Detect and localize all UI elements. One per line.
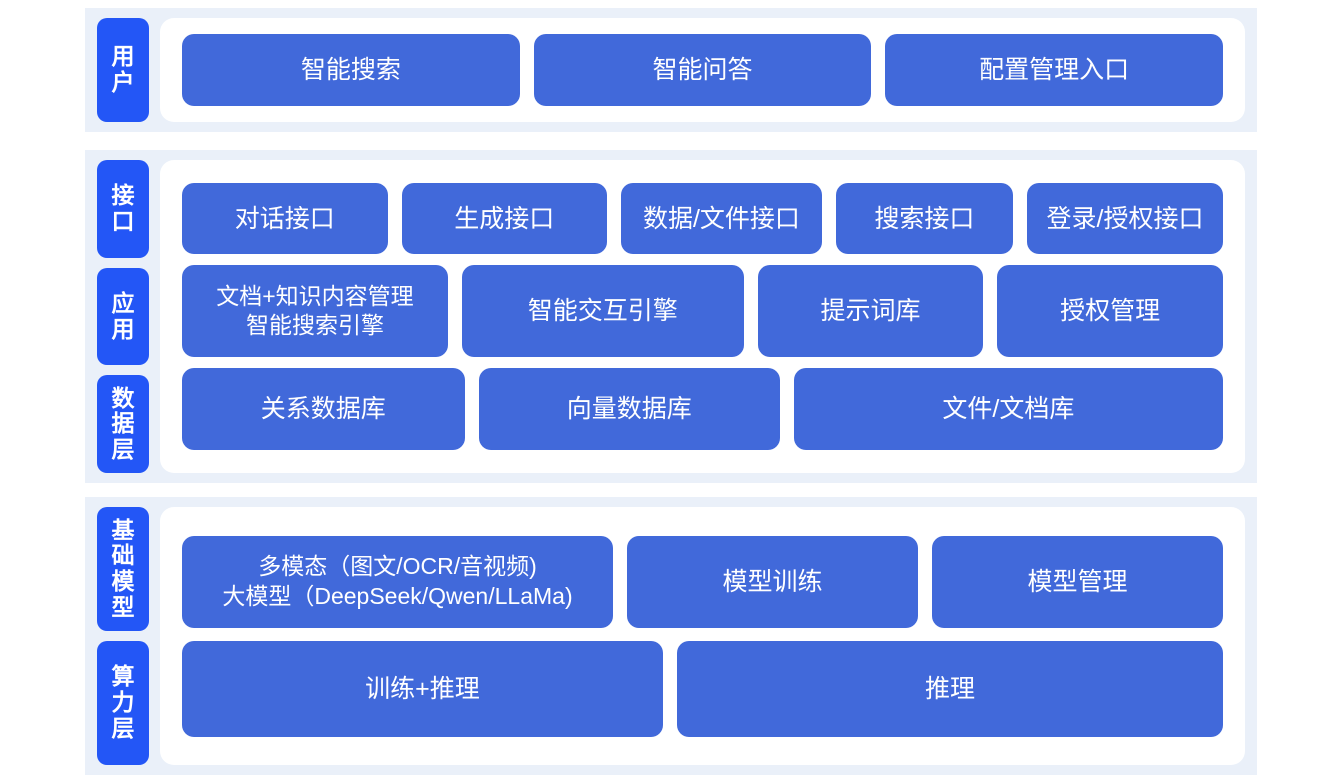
layer-label-char: 户 [111, 69, 135, 95]
layer-label-char: 础 [111, 542, 135, 569]
layer-label-char: 据 [111, 410, 135, 437]
layer-label-data[interactable]: 数 据 层 [97, 375, 149, 474]
layer-label-char: 用 [111, 315, 135, 342]
layer-label-char: 接 [111, 182, 135, 209]
tile-label: 智能问答 [652, 56, 753, 84]
tile-document-knowledge-management[interactable]: 文档+知识内容管理 智能搜索引擎 [182, 265, 448, 357]
tile-generation-api[interactable]: 生成接口 [401, 183, 608, 254]
layer-label-char: 算 [111, 663, 135, 690]
tile-model-management[interactable]: 模型管理 [931, 535, 1224, 628]
tile-label: 模型管理 [1027, 567, 1128, 596]
layer-label-char: 层 [111, 714, 135, 741]
tile-label: 对话接口 [234, 204, 335, 233]
tile-label: 数据/文件接口 [642, 204, 800, 233]
tile-vector-database[interactable]: 向量数据库 [478, 368, 780, 450]
layer-label-foundation-model[interactable]: 基 础 模 型 [97, 507, 149, 631]
tile-smart-qa[interactable]: 智能问答 [533, 34, 872, 106]
tile-smart-interaction-engine[interactable]: 智能交互引擎 [461, 265, 744, 357]
tile-dialogue-api[interactable]: 对话接口 [182, 183, 388, 254]
layer-rail-application: 接 口 应 用 数 据 层 [97, 160, 149, 474]
tile-multimodal-large-model[interactable]: 多模态（图文/OCR/音视频) 大模型（DeepSeek/Qwen/LLaMa) [182, 535, 613, 628]
tile-label-secondary: 大模型（DeepSeek/Qwen/LLaMa) [222, 582, 573, 609]
tile-authorization-management[interactable]: 授权管理 [997, 265, 1223, 357]
tile-login-auth-api[interactable]: 登录/授权接口 [1026, 183, 1223, 254]
layer-label-char: 模 [111, 568, 135, 594]
layer-label-compute[interactable]: 算 力 层 [97, 641, 149, 765]
layer-rail-user: 用 户 [97, 18, 149, 122]
tile-label: 授权管理 [1060, 297, 1161, 325]
layer-label-application[interactable]: 应 用 [97, 267, 149, 366]
layer-label-char: 应 [111, 289, 135, 316]
layer-rail-infrastructure: 基 础 模 型 算 力 层 [97, 507, 149, 765]
layer-section-application: 接 口 应 用 数 据 层 对话接口 生成接口 [85, 150, 1257, 483]
tile-config-management-entry[interactable]: 配置管理入口 [885, 34, 1224, 106]
tile-label: 向量数据库 [566, 395, 692, 423]
tile-label: 智能搜索 [300, 56, 401, 84]
layer-panel-infrastructure: 多模态（图文/OCR/音视频) 大模型（DeepSeek/Qwen/LLaMa)… [160, 507, 1245, 765]
tile-row-application: 文档+知识内容管理 智能搜索引擎 智能交互引擎 提示词库 授权管理 [182, 265, 1223, 357]
tile-label: 提示词库 [820, 297, 921, 325]
tile-training-plus-inference[interactable]: 训练+推理 [182, 640, 663, 737]
tile-row-data: 关系数据库 向量数据库 文件/文档库 [182, 368, 1223, 450]
tile-label: 模型训练 [722, 567, 823, 596]
layer-label-char: 口 [111, 207, 135, 234]
tile-inference[interactable]: 推理 [676, 640, 1223, 737]
tile-smart-search[interactable]: 智能搜索 [182, 34, 520, 106]
tile-row-interface: 对话接口 生成接口 数据/文件接口 搜索接口 登录/授权接口 [182, 183, 1223, 254]
tile-label: 搜索接口 [874, 204, 975, 233]
layer-label-char: 数 [111, 384, 135, 411]
layer-label-char: 型 [111, 593, 135, 620]
layer-label-char: 力 [111, 689, 135, 716]
tile-label: 登录/授权接口 [1046, 204, 1204, 233]
tile-label: 配置管理入口 [979, 56, 1130, 84]
tile-data-file-api[interactable]: 数据/文件接口 [621, 183, 822, 254]
tile-row-user: 智能搜索 智能问答 配置管理入口 [182, 34, 1224, 106]
layer-label-char: 用 [111, 43, 135, 70]
tile-relational-database[interactable]: 关系数据库 [182, 368, 465, 450]
tile-label: 智能交互引擎 [527, 297, 678, 325]
layer-section-user: 用 户 智能搜索 智能问答 配置管理入口 [85, 8, 1257, 132]
tile-label: 关系数据库 [260, 395, 386, 423]
tile-label: 文档+知识内容管理 [216, 282, 414, 309]
layer-label-user[interactable]: 用 户 [97, 18, 149, 122]
tile-file-document-store[interactable]: 文件/文档库 [793, 368, 1223, 450]
tile-label-secondary: 智能搜索引擎 [245, 312, 384, 338]
tile-model-training[interactable]: 模型训练 [626, 535, 918, 628]
tile-label: 文件/文档库 [942, 395, 1075, 423]
tile-label: 训练+推理 [365, 674, 480, 703]
tile-prompt-library[interactable]: 提示词库 [757, 265, 984, 357]
tile-label: 推理 [924, 674, 975, 703]
layer-panel-user: 智能搜索 智能问答 配置管理入口 [160, 18, 1245, 122]
layer-panel-application: 对话接口 生成接口 数据/文件接口 搜索接口 登录/授权接口 文档+知识内容管理 [160, 160, 1245, 473]
tile-search-api[interactable]: 搜索接口 [835, 183, 1013, 254]
tile-label: 生成接口 [454, 204, 555, 233]
layer-label-char: 基 [111, 516, 135, 543]
tile-row-model: 多模态（图文/OCR/音视频) 大模型（DeepSeek/Qwen/LLaMa)… [182, 535, 1224, 628]
tile-label: 多模态（图文/OCR/音视频) [258, 553, 537, 580]
layer-label-interface[interactable]: 接 口 [97, 160, 149, 258]
layer-section-infrastructure: 基 础 模 型 算 力 层 多模态（图文/OCR/音视频) 大模型（DeepSe… [85, 497, 1257, 775]
tile-row-compute: 训练+推理 推理 [182, 640, 1223, 737]
layer-label-char: 层 [111, 436, 135, 463]
